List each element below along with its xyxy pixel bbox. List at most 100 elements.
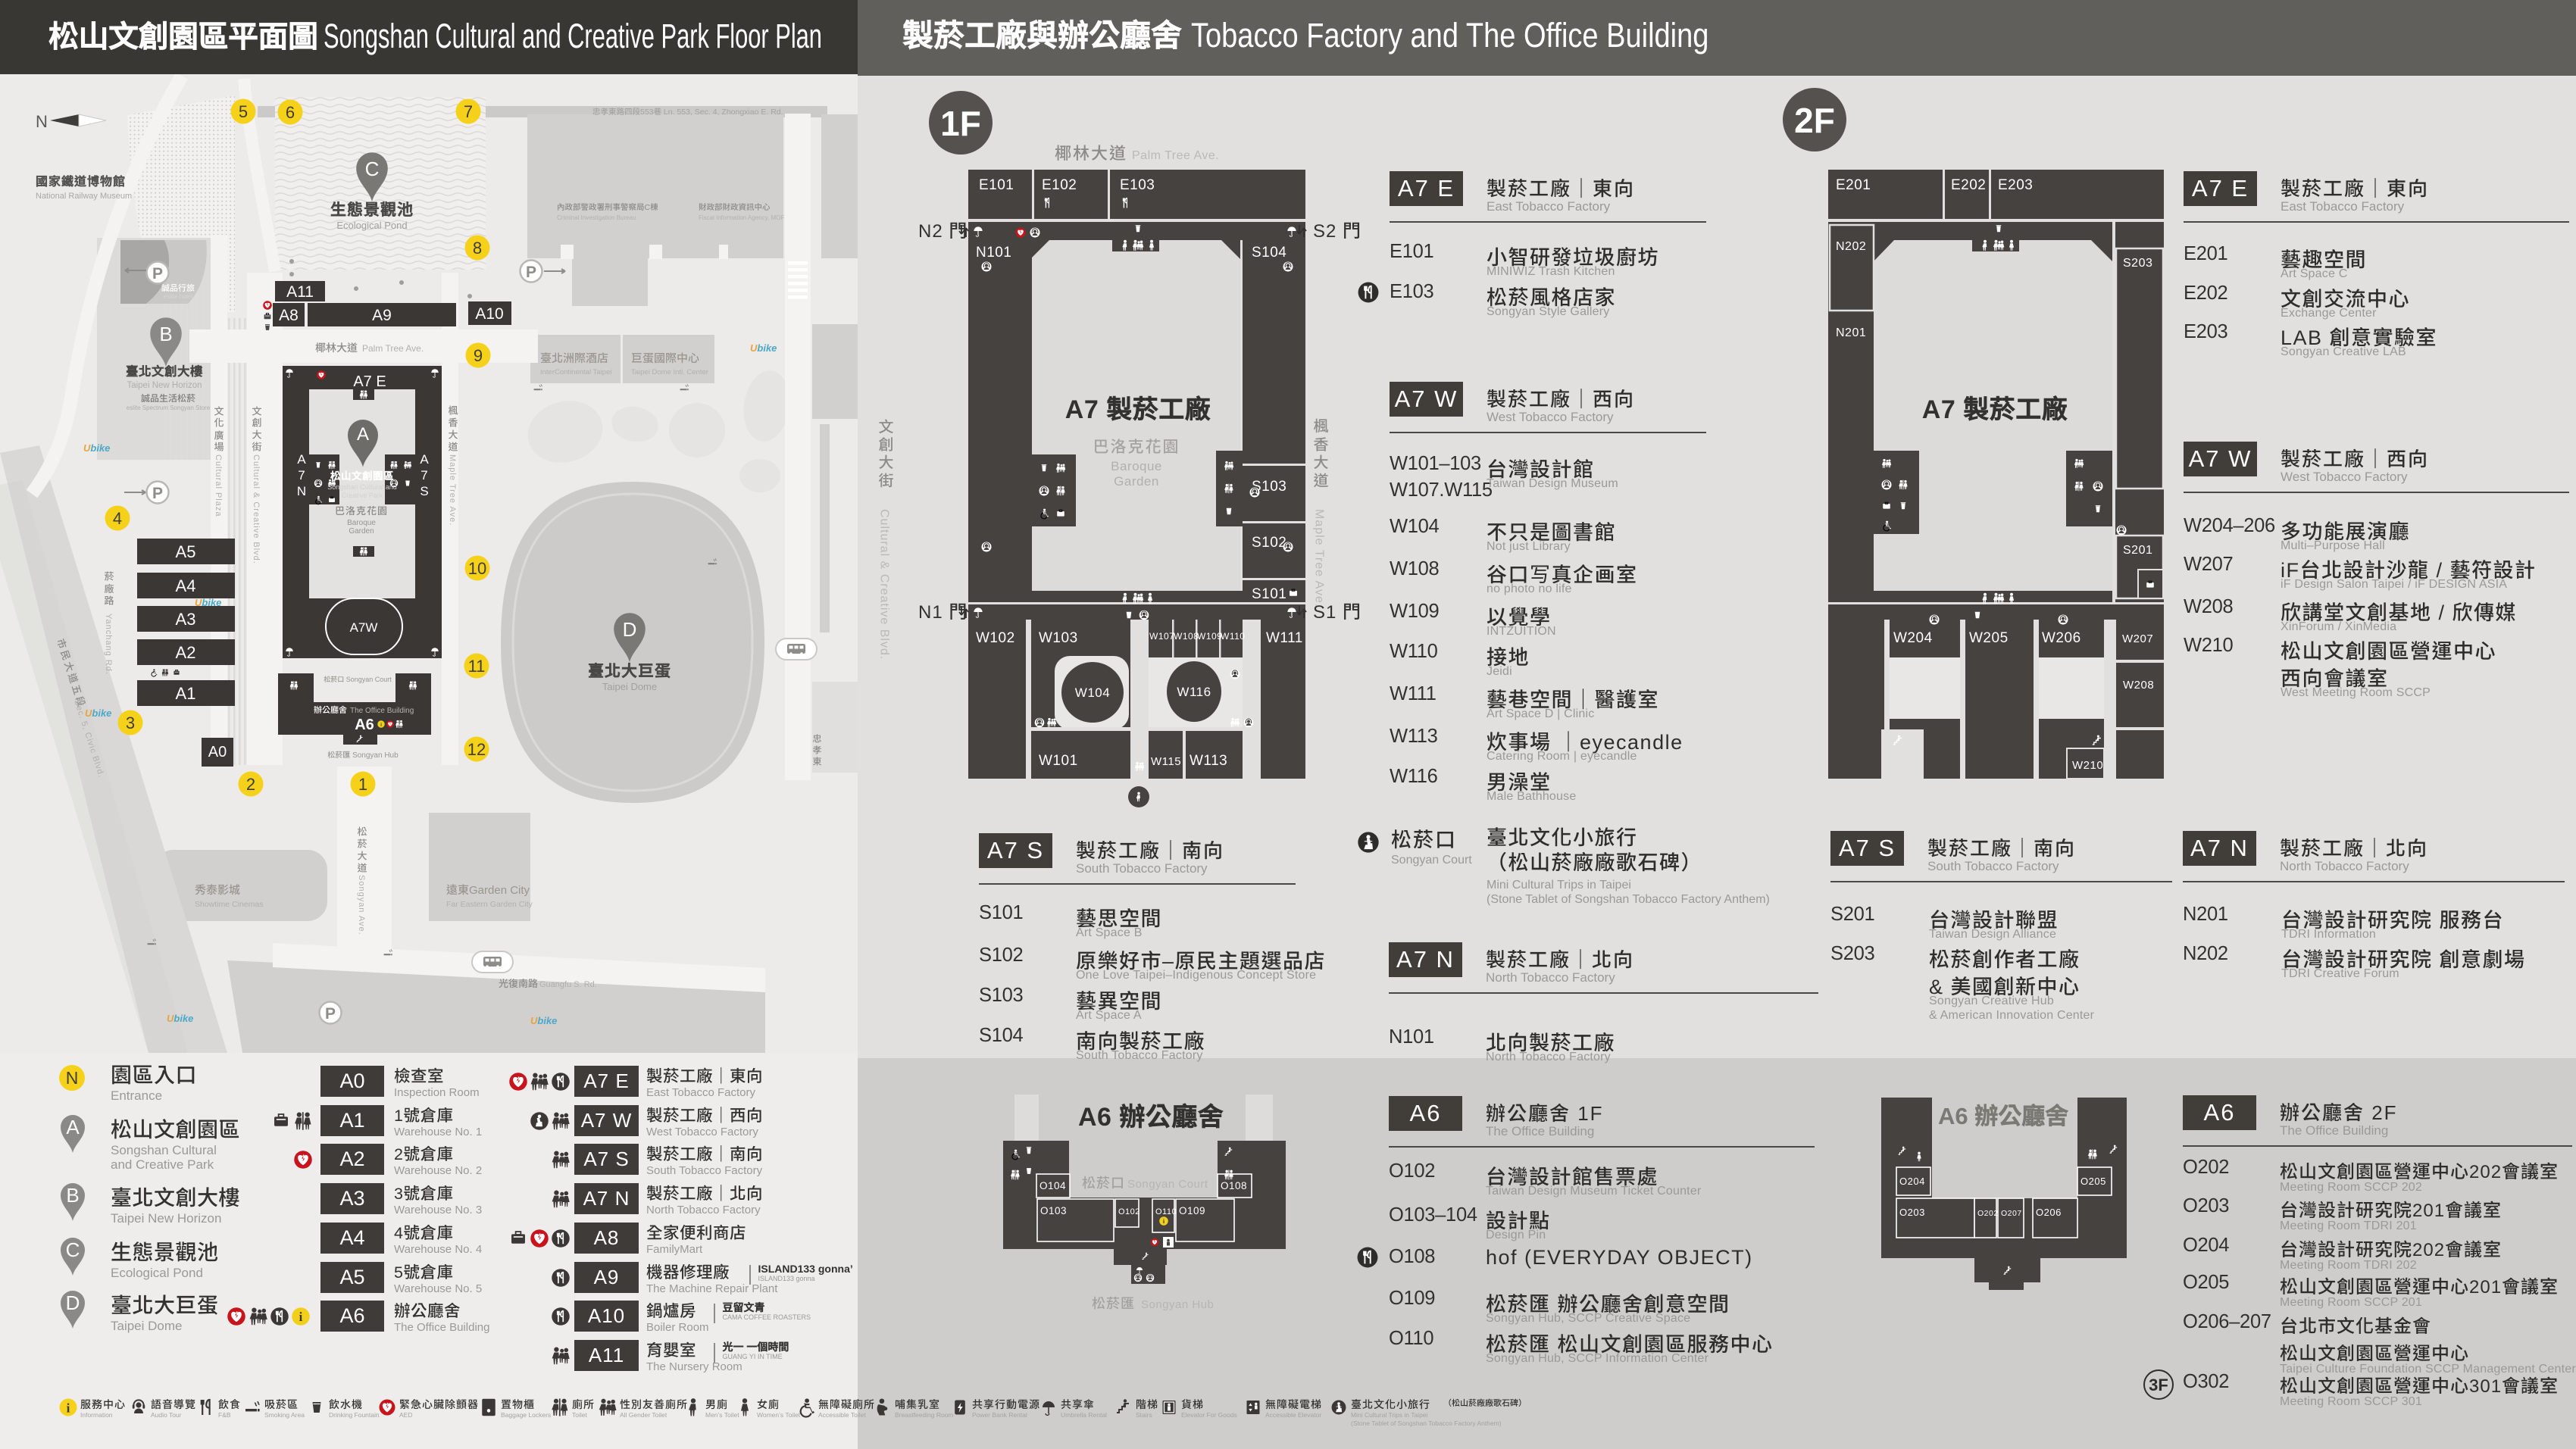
svg-text:P: P: [526, 264, 536, 281]
svg-text:誠品行旅: 誠品行旅: [161, 283, 195, 293]
svg-text:Taipei Dome: Taipei Dome: [602, 681, 657, 692]
svg-text:W113: W113: [1190, 753, 1227, 769]
svg-text:Garden: Garden: [349, 527, 374, 536]
svg-text:O102: O102: [1118, 1207, 1140, 1216]
svg-text:E101: E101: [979, 177, 1014, 193]
svg-text:A11: A11: [286, 283, 314, 301]
svg-text:O202: O202: [1977, 1209, 1999, 1218]
svg-text:Baroque: Baroque: [1111, 459, 1162, 473]
svg-text:Songyan Court: Songyan Court: [1127, 1178, 1208, 1191]
svg-text:S102: S102: [1252, 535, 1286, 551]
svg-text:P: P: [152, 485, 163, 502]
svg-text:內政部警政署刑事警察局C棟: 內政部警政署刑事警察局C棟: [557, 203, 658, 212]
svg-text:O203: O203: [1899, 1207, 1925, 1218]
svg-text:S203: S203: [2123, 257, 2152, 270]
svg-text:Taipei New Horizon: Taipei New Horizon: [127, 381, 202, 390]
svg-text:E203: E203: [1998, 177, 2033, 193]
svg-text:臺北文創大樓: 臺北文創大樓: [126, 364, 203, 379]
svg-text:Ubike: Ubike: [195, 597, 221, 608]
svg-text:巨蛋國際中心: 巨蛋國際中心: [631, 352, 699, 365]
svg-text:A: A: [420, 452, 429, 467]
svg-text:C: C: [365, 158, 380, 180]
svg-text:S: S: [420, 484, 428, 498]
svg-text:O207: O207: [2001, 1209, 2022, 1218]
svg-text:Garden: Garden: [1114, 474, 1159, 489]
svg-text:O206: O206: [2036, 1207, 2062, 1218]
svg-text:A2: A2: [176, 643, 196, 662]
svg-text:W205: W205: [1969, 630, 2009, 646]
svg-text:A7 製菸工廠: A7 製菸工廠: [1065, 395, 1211, 424]
svg-text:7: 7: [298, 468, 305, 482]
svg-text:Maple Tree Ave.: Maple Tree Ave.: [448, 454, 457, 526]
svg-text:W206: W206: [2042, 630, 2081, 646]
svg-text:Taipei Dome Intl. Center: Taipei Dome Intl. Center: [631, 368, 708, 376]
svg-text:A9: A9: [372, 307, 392, 324]
svg-text:椰林大道: 椰林大道: [1055, 144, 1127, 163]
svg-text:N202: N202: [1836, 240, 1866, 253]
svg-text:N: N: [66, 1068, 79, 1088]
svg-text:i: i: [67, 1401, 70, 1416]
svg-text:臺北大巨蛋: 臺北大巨蛋: [588, 662, 671, 680]
svg-text:11: 11: [468, 657, 486, 676]
svg-text:6: 6: [286, 103, 295, 122]
svg-text:W110: W110: [1221, 631, 1245, 642]
svg-text:松菸口: 松菸口: [1082, 1176, 1125, 1191]
svg-text:A6: A6: [355, 717, 374, 733]
svg-text:松山文創園區: 松山文創園區: [330, 470, 394, 482]
svg-text:A: A: [357, 424, 369, 445]
svg-text:D: D: [66, 1291, 80, 1314]
svg-text:Ecological Pond: Ecological Pond: [336, 220, 407, 231]
svg-text:W109: W109: [1197, 631, 1222, 642]
svg-text:Ubike: Ubike: [85, 707, 111, 719]
svg-text:N2 門: N2 門: [918, 221, 968, 242]
svg-text:巴洛克花園: 巴洛克花園: [1093, 439, 1180, 456]
svg-text:3: 3: [126, 714, 135, 732]
svg-text:N101: N101: [976, 245, 1011, 261]
svg-text:9: 9: [474, 346, 483, 365]
svg-text:O204: O204: [1899, 1176, 1925, 1187]
svg-text:W108: W108: [1174, 631, 1199, 642]
svg-text:W208: W208: [2123, 679, 2154, 692]
svg-text:Palm Tree Ave.: Palm Tree Ave.: [362, 343, 424, 354]
svg-text:忠孝東: 忠孝東: [811, 733, 822, 767]
svg-text:S1 門: S1 門: [1313, 602, 1361, 623]
svg-text:S101: S101: [1252, 586, 1286, 602]
svg-text:E202: E202: [1951, 177, 1986, 193]
svg-text:5: 5: [239, 102, 248, 121]
svg-text:W204: W204: [1893, 630, 1933, 646]
svg-text:秀泰影城: 秀泰影城: [195, 884, 240, 897]
svg-text:W101: W101: [1039, 753, 1078, 769]
svg-text:辦公廳舍: 辦公廳舍: [314, 705, 347, 715]
svg-text:4: 4: [113, 509, 122, 528]
svg-text:忠孝東路四段553巷 Ln. 553, Sec. 4, Z: 忠孝東路四段553巷 Ln. 553, Sec. 4, Zhongxiao E.…: [592, 108, 783, 117]
svg-text:文創大街: 文創大街: [251, 405, 262, 454]
svg-text:Songyan Hub: Songyan Hub: [1141, 1298, 1214, 1311]
svg-text:Ubike: Ubike: [750, 342, 777, 354]
svg-text:8: 8: [473, 239, 482, 258]
svg-text:The Office Building: The Office Building: [350, 707, 414, 715]
svg-text:W207: W207: [2122, 632, 2153, 645]
svg-text:W210: W210: [2072, 759, 2103, 772]
svg-text:Songshan Cultural and: Songshan Cultural and: [327, 483, 397, 491]
svg-text:A5: A5: [176, 542, 196, 561]
svg-text:A7 製菸工廠: A7 製菸工廠: [1922, 395, 2068, 424]
svg-text:P: P: [325, 1005, 336, 1023]
svg-text:A3: A3: [176, 610, 196, 629]
svg-text:松菸匯 Songyan Hub: 松菸匯 Songyan Hub: [327, 751, 399, 760]
svg-text:B: B: [159, 323, 172, 345]
svg-text:Creative Park: Creative Park: [342, 492, 383, 499]
svg-text:遠東Garden City: 遠東Garden City: [446, 884, 530, 897]
svg-text:A10: A10: [475, 305, 503, 323]
svg-text:A0: A0: [208, 744, 227, 760]
svg-text:國家鐵道博物館: 國家鐵道博物館: [36, 174, 126, 189]
svg-text:O110: O110: [1155, 1207, 1177, 1216]
svg-text:A8: A8: [279, 307, 299, 324]
svg-text:A6 辦公廳舍: A6 辦公廳舍: [1078, 1103, 1224, 1132]
svg-text:C: C: [66, 1238, 80, 1261]
svg-text:光復南路: 光復南路: [499, 978, 538, 989]
svg-text:1: 1: [358, 775, 367, 794]
svg-text:N: N: [297, 484, 306, 498]
svg-text:巴洛克花園: 巴洛克花園: [335, 505, 388, 517]
svg-text:W103: W103: [1039, 630, 1078, 646]
svg-text:W107: W107: [1149, 631, 1174, 642]
